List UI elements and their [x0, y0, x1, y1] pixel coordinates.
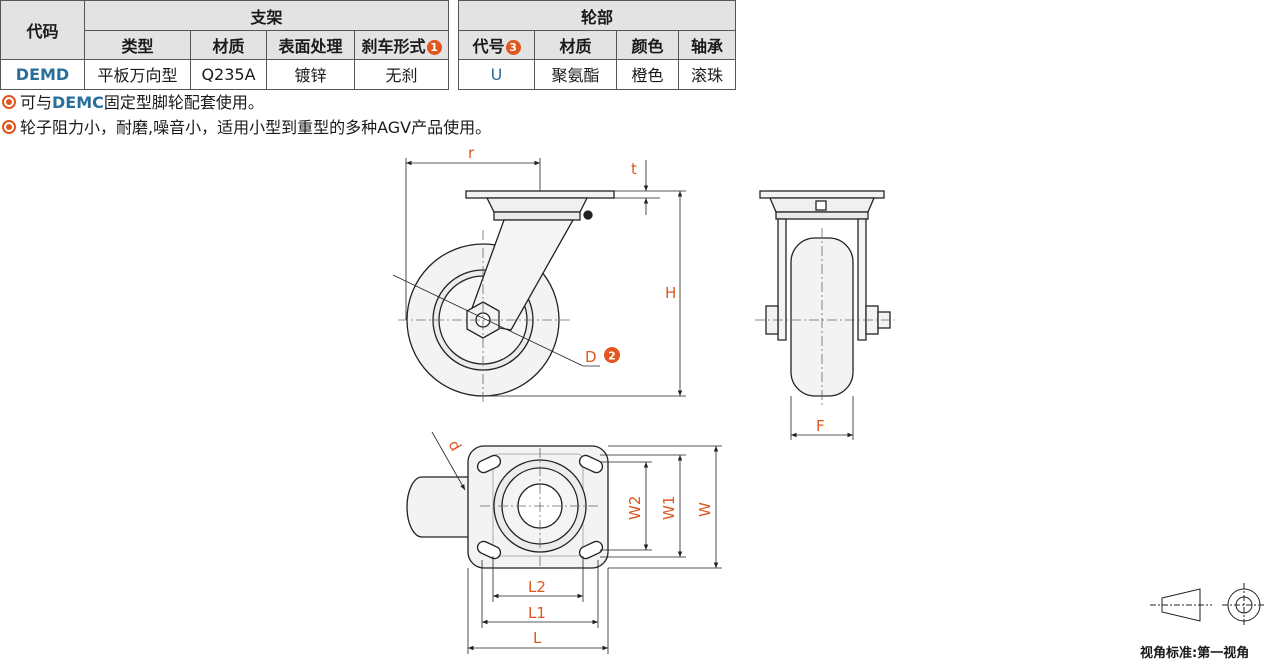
subheader-wheel-code-label: 代号	[472, 36, 505, 56]
note-1: 可与DEMC固定型脚轮配套使用。	[2, 92, 264, 114]
dim-d: d	[445, 437, 465, 454]
dim-r: r	[468, 144, 475, 162]
bullet-icon	[2, 120, 16, 134]
cell-color: 橙色	[616, 58, 680, 91]
note-2-text: 轮子阻力小，耐磨,噪音小，适用小型到重型的多种AGV产品使用。	[20, 118, 492, 137]
header-code: 代码	[0, 0, 85, 60]
cell-surface: 镀锌	[266, 58, 355, 91]
side-dimensions	[392, 158, 686, 397]
dim-W1: W1	[660, 496, 678, 520]
top-dimensions	[431, 431, 722, 654]
badge-2	[604, 347, 620, 363]
badge-1: 1	[426, 39, 442, 55]
note-1-prefix: 可与	[20, 93, 53, 112]
front-view	[759, 190, 891, 397]
cell-type: 平板万向型	[84, 58, 191, 91]
dim-F: F	[816, 417, 825, 435]
dim-W2: W2	[626, 496, 644, 520]
note-1-suffix: 固定型脚轮配套使用。	[103, 93, 264, 112]
badge-3: 3	[505, 39, 521, 55]
subheader-wheel-material: 材质	[534, 30, 618, 60]
subheader-bearing: 轴承	[678, 30, 737, 60]
badge-2-label: 2	[608, 350, 616, 363]
cell-wheel-code: U	[458, 58, 536, 91]
cell-code: DEMD	[0, 58, 85, 91]
subheader-type: 类型	[84, 30, 191, 60]
cell-bearing: 滚珠	[678, 58, 737, 91]
subheader-color: 颜色	[616, 30, 680, 60]
dim-W: W	[696, 502, 714, 517]
note-1-highlight: DEMC	[52, 93, 104, 112]
dim-t: t	[631, 160, 637, 178]
cell-wheel-material: 聚氨酯	[534, 58, 618, 91]
side-view	[406, 190, 615, 397]
header-wheel: 轮部	[458, 0, 737, 32]
cell-material: Q235A	[190, 58, 267, 91]
note-2: 轮子阻力小，耐磨,噪音小，适用小型到重型的多种AGV产品使用。	[2, 117, 491, 139]
subheader-brake-label: 刹车形式	[361, 36, 426, 56]
projection-standard: 视角标准:第一视角	[1140, 646, 1250, 661]
top-view	[406, 445, 609, 569]
table-row: DEMD 平板万向型 Q235A 镀锌 无刹 U 聚氨酯 橙色 滚珠	[0, 58, 737, 91]
dim-L2: L2	[528, 578, 546, 596]
dim-L1: L1	[528, 604, 546, 622]
bullet-icon	[2, 95, 16, 109]
first-angle-projection-icon	[1150, 583, 1266, 627]
subheader-surface: 表面处理	[266, 30, 355, 60]
dim-H: H	[665, 284, 676, 302]
dim-D: D	[585, 348, 597, 366]
cell-brake: 无刹	[353, 58, 450, 91]
dim-L: L	[533, 629, 542, 647]
